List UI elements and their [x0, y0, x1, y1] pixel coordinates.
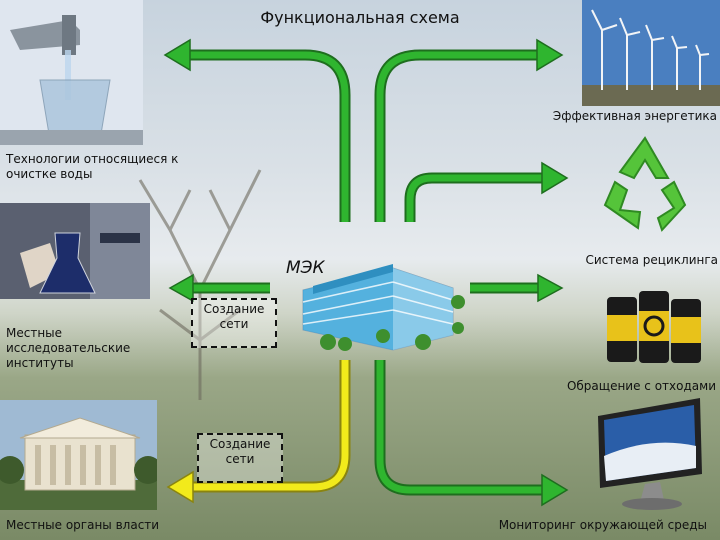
node-label-recycling: Система рециклинга	[585, 253, 718, 267]
network-box-upper: Создание сети	[191, 298, 277, 348]
mek-label: МЭК	[286, 258, 325, 278]
hazard-barrels-icon	[605, 287, 703, 367]
network-box-lower: Создание сети	[197, 433, 283, 483]
monitor-icon	[590, 396, 710, 514]
page-title: Функциональная схема	[260, 8, 460, 27]
node-label-energy: Эффективная энергетика	[552, 109, 717, 123]
mek-building	[283, 250, 473, 360]
lab-image	[0, 203, 150, 299]
node-label-government: Местные органы власти	[6, 518, 160, 532]
tree-silhouette	[138, 169, 262, 400]
government-building-image	[0, 400, 157, 510]
node-label-waste: Обращение с отходами	[566, 379, 716, 393]
water-tap-image	[0, 0, 143, 145]
node-label-research: Местные исследовательские институты	[6, 326, 131, 370]
node-label-water: Технологии относящиеся к очистке воды	[6, 152, 179, 181]
node-label-monitoring: Мониторинг окружающей среды	[498, 518, 707, 532]
recycle-icon	[590, 130, 700, 240]
wind-turbines-image	[582, 0, 720, 106]
